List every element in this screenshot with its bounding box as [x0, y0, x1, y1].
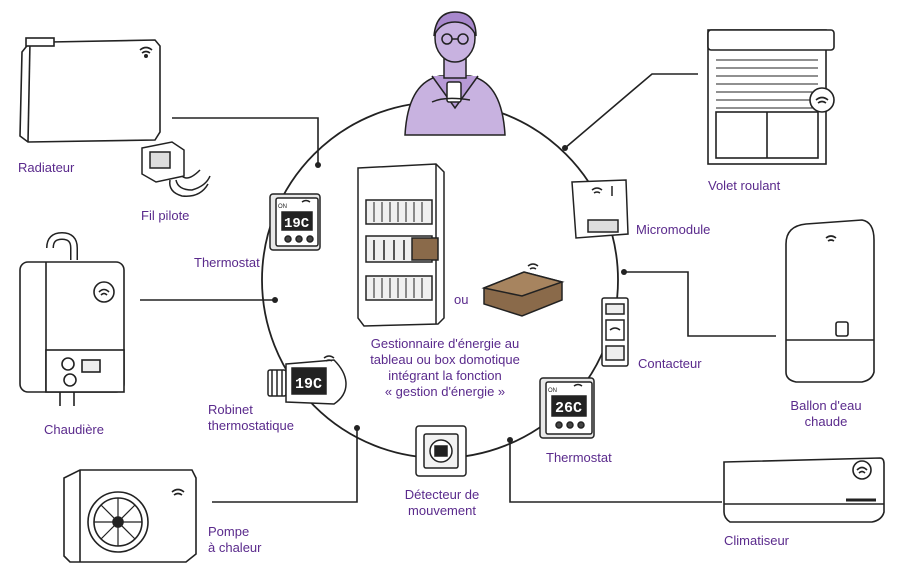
- label-pompe-line2: à chaleur: [208, 540, 262, 555]
- label-detecteur-mouvement: Détecteur de mouvement: [394, 487, 490, 519]
- ballon-eau-chaude-icon: [785, 219, 875, 383]
- label-volet-roulant: Volet roulant: [708, 178, 781, 193]
- connector-volet: [564, 73, 698, 149]
- thermostat-bottom-on: ON: [548, 388, 557, 394]
- label-thermostat-bottom: Thermostat: [546, 450, 612, 465]
- connector-lines: [140, 73, 776, 503]
- center-caption-line4: « gestion d'énergie »: [384, 384, 506, 399]
- center-caption-line1: Gestionnaire d'énergie au: [370, 336, 520, 351]
- label-chaudiere: Chaudière: [44, 422, 104, 437]
- connector-pompe: [212, 428, 358, 503]
- label-thermostat-left: Thermostat: [194, 255, 260, 270]
- label-robinet-line1: Robinet: [208, 402, 253, 417]
- person-icon: [404, 11, 506, 136]
- label-detecteur-line2: mouvement: [408, 503, 476, 518]
- center-caption-line2: tableau ou box domotique: [370, 352, 520, 367]
- volet-roulant-icon: [707, 29, 835, 165]
- label-climatiseur: Climatiseur: [724, 533, 790, 548]
- radiateur-icon: [19, 37, 161, 143]
- thermostat-bottom-icon: [539, 377, 595, 439]
- tableau-electrique-icon: [357, 163, 445, 327]
- label-radiateur: Radiateur: [18, 160, 75, 175]
- center-caption: Gestionnaire d'énergie au tableau ou box…: [350, 336, 540, 400]
- connector-dots: [272, 145, 627, 443]
- center-caption-line3: intégrant la fonction: [388, 368, 502, 383]
- label-ballon-line1: Ballon d'eau: [790, 398, 862, 413]
- climatiseur-icon: [723, 457, 885, 523]
- pompe-a-chaleur-icon: [63, 469, 197, 563]
- robinet-temp: 19C: [295, 376, 322, 393]
- chaudiere-icon: [19, 231, 125, 406]
- label-contacteur: Contacteur: [638, 356, 702, 371]
- thermostat-left-on: ON: [278, 204, 287, 210]
- connector-ballon: [624, 271, 776, 337]
- robinet-thermostatique-icon: [267, 355, 347, 405]
- label-pompe-line1: Pompe: [208, 524, 250, 539]
- detecteur-mouvement-icon: [415, 425, 467, 477]
- label-micromodule: Micromodule: [636, 222, 711, 237]
- thermostat-bottom-temp: 26C: [555, 400, 582, 417]
- box-domotique-icon: [481, 263, 565, 317]
- label-pompe-a-chaleur: Pompe à chaleur: [208, 524, 261, 556]
- label-ballon-eau-chaude: Ballon d'eau chaude: [780, 398, 872, 430]
- thermostat-left-temp: 19C: [284, 216, 310, 232]
- label-ballon-line2: chaude: [804, 414, 848, 429]
- connector-radiateur: [172, 117, 319, 165]
- fil-pilote-icon: [141, 141, 211, 197]
- micromodule-icon: [571, 179, 629, 239]
- contacteur-icon: [601, 297, 629, 367]
- thermostat-left-icon: [269, 193, 321, 251]
- label-ou: ou: [454, 292, 469, 307]
- label-detecteur-line1: Détecteur de: [404, 487, 480, 502]
- label-fil-pilote: Fil pilote: [141, 208, 190, 223]
- label-robinet-thermostatique: Robinet thermostatique: [208, 402, 294, 434]
- label-robinet-line2: thermostatique: [208, 418, 294, 433]
- connector-climatiseur: [509, 440, 722, 503]
